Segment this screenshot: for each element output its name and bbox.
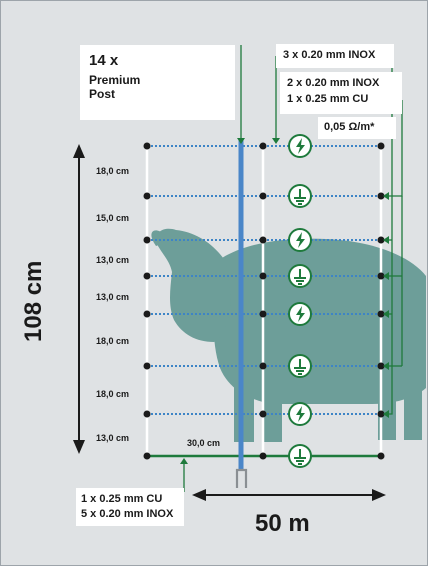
- total-length-label: 50 m: [255, 510, 310, 537]
- wire-node: [377, 452, 385, 460]
- wire-node: [259, 410, 267, 418]
- wire-node: [259, 362, 267, 370]
- wire-node: [377, 410, 385, 418]
- spacing-label: 18,0 cm: [96, 336, 130, 346]
- lightning-icon: [288, 134, 312, 158]
- post-label-box: 14 x Premium Post: [80, 45, 235, 120]
- spacing-label: 13,0 cm: [96, 292, 130, 302]
- bottom-spacing-label: 30,0 cm: [187, 438, 221, 448]
- top-wire-label: 3 x 0.20 mm INOX: [283, 49, 376, 61]
- post-leader-arrow: [237, 138, 245, 144]
- wire-node: [377, 236, 385, 244]
- wire-node: [143, 362, 151, 370]
- top-wire-arrow: [383, 236, 389, 244]
- wire-node: [377, 272, 385, 280]
- mid-wire-label-box: 2 x 0.20 mm INOX 1 x 0.25 mm CU: [280, 72, 402, 114]
- lightning-icon: [288, 228, 312, 252]
- top-wire-leader-arrow: [272, 138, 280, 144]
- wire-node: [143, 452, 151, 460]
- mid-wire-arrow: [383, 192, 389, 200]
- wire-node: [143, 236, 151, 244]
- ground-icon: [288, 444, 312, 468]
- height-arrow-head-top: [73, 144, 85, 158]
- wire-node: [259, 236, 267, 244]
- wire-node: [377, 362, 385, 370]
- wire-node: [143, 142, 151, 150]
- wire-node: [259, 272, 267, 280]
- ground-icon: [288, 264, 312, 288]
- mid-wire-label-line1: 2 x 0.20 mm INOX: [287, 77, 380, 89]
- spacing-label: 18,0 cm: [96, 389, 130, 399]
- top-wire-arrow: [383, 410, 389, 418]
- wire-node: [143, 310, 151, 318]
- wire-node: [143, 192, 151, 200]
- spacing-label: 18,0 cm: [96, 166, 130, 176]
- total-height-label: 108 cm: [20, 260, 47, 342]
- post-name-line2: Post: [89, 87, 116, 101]
- mid-wire-arrow: [383, 272, 389, 280]
- height-arrow-head-bottom: [73, 440, 85, 454]
- wire-node: [259, 192, 267, 200]
- wire-node: [377, 192, 385, 200]
- top-wire-bracket: [389, 68, 393, 415]
- ground-icon: [288, 184, 312, 208]
- lightning-icon: [288, 402, 312, 426]
- bottom-wire-label-line2: 5 x 0.20 mm INOX: [81, 508, 174, 520]
- top-wire-arrow: [383, 310, 389, 318]
- resistance-label: 0,05 Ω/m*: [324, 121, 375, 133]
- bottom-wire-label-box: 1 x 0.25 mm CU 5 x 0.20 mm INOX: [76, 488, 184, 526]
- mid-wire-label-line2: 1 x 0.25 mm CU: [287, 93, 369, 105]
- length-arrow-head-right: [372, 489, 386, 501]
- ground-icon: [288, 354, 312, 378]
- bottom-wire-label-line1: 1 x 0.25 mm CU: [81, 493, 163, 505]
- wire-node: [259, 310, 267, 318]
- top-wire-label-box: 3 x 0.20 mm INOX: [276, 44, 394, 68]
- lightning-icon: [288, 302, 312, 326]
- wire-node: [377, 310, 385, 318]
- wire-node: [259, 452, 267, 460]
- spacing-label: 13,0 cm: [96, 433, 130, 443]
- wire-node: [259, 142, 267, 150]
- resistance-label-box: 0,05 Ω/m*: [318, 117, 396, 139]
- length-arrow-head-left: [192, 489, 206, 501]
- wire-node: [377, 142, 385, 150]
- bottom-wire-leader-arrow: [180, 458, 188, 464]
- wire-node: [143, 272, 151, 280]
- post-spike: [235, 468, 248, 488]
- post-count: 14 x: [89, 52, 119, 69]
- wire-node: [143, 410, 151, 418]
- spacing-label: 15,0 cm: [96, 213, 130, 223]
- post-name-line1: Premium: [89, 73, 141, 87]
- spacing-label: 13,0 cm: [96, 255, 130, 265]
- mid-wire-arrow: [383, 362, 389, 370]
